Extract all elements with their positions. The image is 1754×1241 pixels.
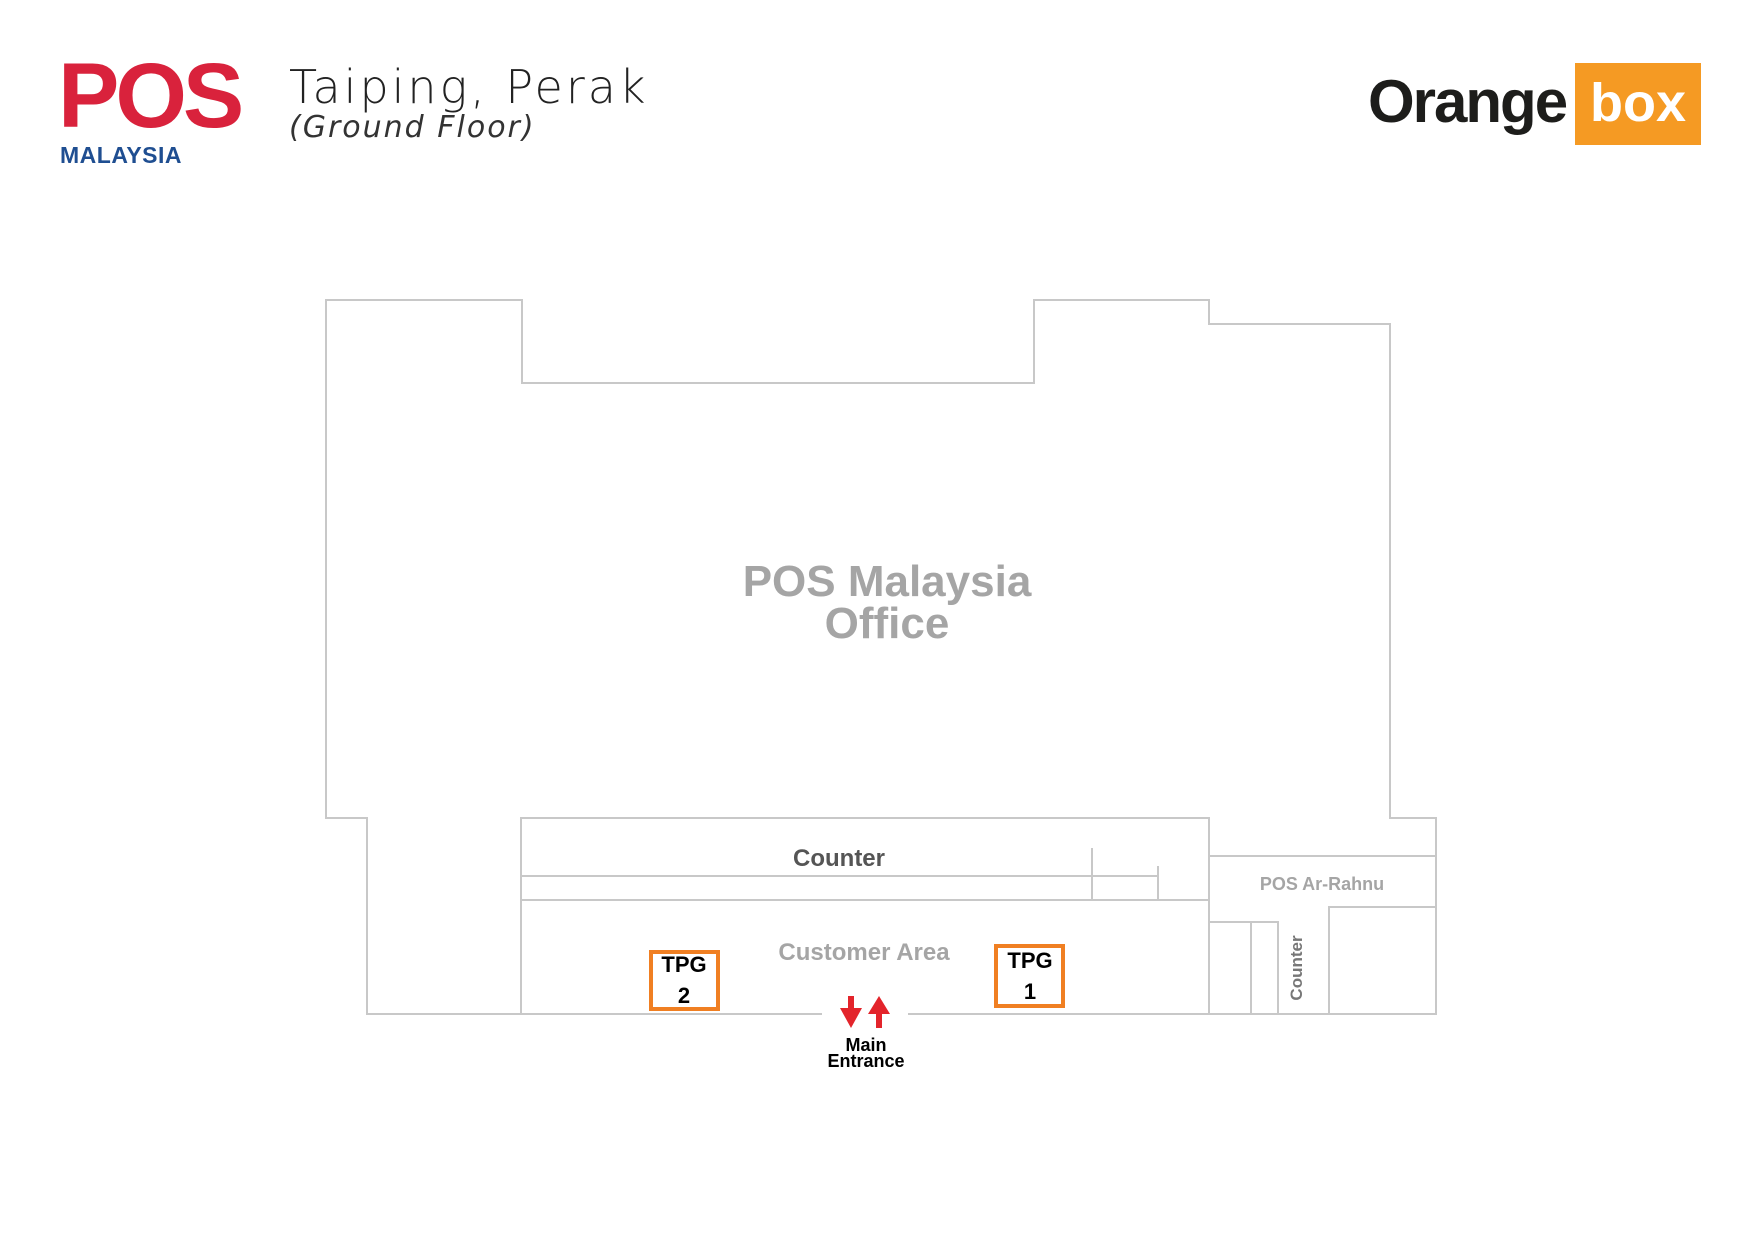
entrance-gap: [822, 1008, 908, 1020]
office-label-line2: Office: [825, 599, 950, 648]
entrance-label-line2: Entrance: [827, 1051, 904, 1071]
entrance-arrows: [840, 996, 890, 1028]
orangebox-logo-box: box: [1575, 63, 1701, 145]
pos-malaysia-logo: POS MALAYSIA: [58, 50, 248, 168]
ar-rahnu-label: POS Ar-Rahnu: [1260, 874, 1384, 894]
tpg-2-box: [649, 950, 720, 1011]
page-title: Taiping, Perak: [289, 60, 649, 114]
orangebox-logo: Orange box: [1368, 63, 1701, 145]
arrow-down-head: [840, 1008, 862, 1028]
building-outline: [325, 299, 1437, 1015]
office-label-line1: POS Malaysia: [743, 557, 1032, 606]
tpg-1-label-line1: TPG: [1007, 948, 1052, 973]
floor-subtitle: (Ground Floor): [289, 110, 536, 145]
customer-area-label: Customer Area: [778, 939, 950, 966]
tpg-1-label-line2: 1: [1024, 979, 1036, 1004]
arrow-up-head: [868, 996, 890, 1014]
side-counter-box: [1250, 921, 1279, 1015]
pos-logo-sub: MALAYSIA: [60, 142, 182, 168]
tpg-2-label-line1: TPG: [661, 952, 706, 977]
entrance-label-line1: Main: [845, 1035, 886, 1055]
orangebox-logo-word: Orange: [1368, 68, 1568, 135]
tpg-1-box: [994, 944, 1065, 1008]
arrow-down-shaft: [848, 996, 854, 1010]
tpg-2-label-line2: 2: [678, 983, 690, 1008]
pos-logo-wordmark: POS: [58, 45, 244, 147]
counter-label: Counter: [793, 845, 885, 872]
side-counter-label: Counter: [1287, 935, 1306, 1001]
arrow-up-shaft: [876, 1012, 882, 1028]
ar-rahnu-room: [1328, 906, 1437, 1015]
